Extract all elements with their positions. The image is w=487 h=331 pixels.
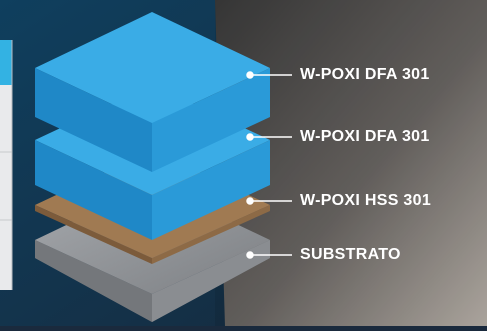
label-substrate: SUBSTRATO <box>300 246 401 263</box>
label-primer: W-POXI HSS 301 <box>300 192 432 209</box>
label-middle-coat: W-POXI DFA 301 <box>300 128 430 145</box>
label-top-coat: W-POXI DFA 301 <box>300 66 430 83</box>
callout-lines <box>246 71 292 259</box>
left-panel-fragment <box>0 40 13 290</box>
layer-coat-1 <box>35 12 270 172</box>
background-right <box>215 0 487 326</box>
